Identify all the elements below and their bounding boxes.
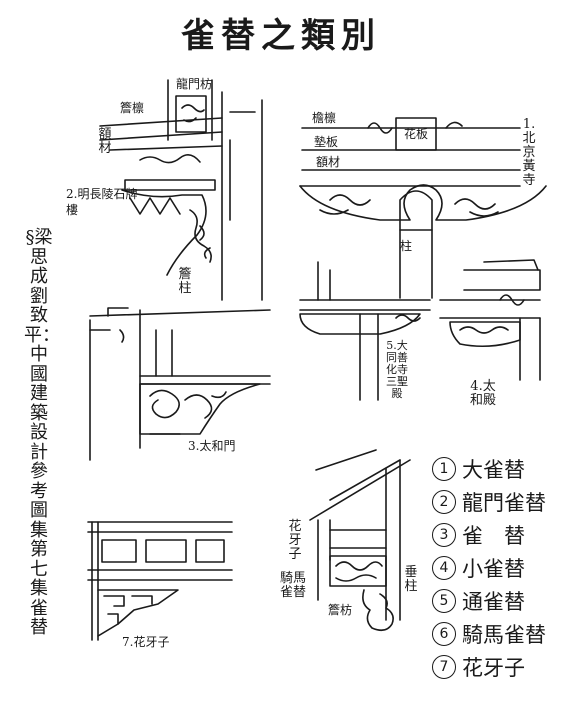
label-yanfang-3: 簷枋 [328,603,353,617]
legend-number: 7 [432,654,456,679]
drawing-taihe-men [89,307,271,461]
drawing-taihe-dian [439,259,541,381]
source-credit: §梁思成劉致平：中國建築設計參考圖集第七集雀替 [24,227,60,638]
legend-text: 小雀替 [462,556,525,581]
legend-number: 5 [432,588,456,613]
label-efang: 額材 [316,155,341,169]
legend-text: 通雀替 [462,589,525,614]
drawing-beijing-huangsi [299,117,547,299]
label-beijing-huangsi: 1.北京黃寺 [522,117,536,188]
label-yanfang: 簷檩 [120,101,145,115]
label-datong: 5.大同善化寺三聖殿 [386,339,408,400]
legend-text: 雀 替 [462,523,525,548]
legend-text: 騎馬雀替 [462,622,546,647]
label-chuizhu: 垂柱 [404,565,418,594]
page-title: 雀替之類別 [181,16,381,56]
label-yanzhu: 簷柱 [178,267,192,296]
label-huayazi-side: 花牙子 [288,519,302,562]
drawing-datong [299,261,431,401]
label-jima-queti: 騎馬雀替 [280,571,307,600]
legend-number: 4 [432,555,456,580]
legend-number: 6 [432,621,456,646]
legend-number: 2 [432,489,456,514]
legend-text: 花牙子 [462,655,525,680]
drawing-huayazi [87,521,233,641]
drawing-ming-changling [99,79,263,301]
label-zhu: 柱 [400,239,413,253]
label-taihe-men: 3.太和門 [188,439,236,453]
label-taihe-dian: 4.太和殿 [470,379,497,408]
legend-text: 龍門雀替 [462,490,546,515]
drawing-yiheyuan [309,449,411,632]
label-tan: 檐檩 [312,111,337,125]
legend-text: 大雀替 [462,457,525,482]
label-efang-2: 額材 [98,127,112,156]
label-longmenfang: 龍門枋 [176,77,213,91]
legend-number: 3 [432,522,456,547]
label-dianban: 墊板 [314,135,339,149]
label-ming-changling: 2.明長陵石牌樓 [66,187,138,217]
label-huayazi: 7.花牙子 [122,635,170,649]
label-huaban: 花板 [404,127,429,141]
legend-number: 1 [432,456,456,481]
